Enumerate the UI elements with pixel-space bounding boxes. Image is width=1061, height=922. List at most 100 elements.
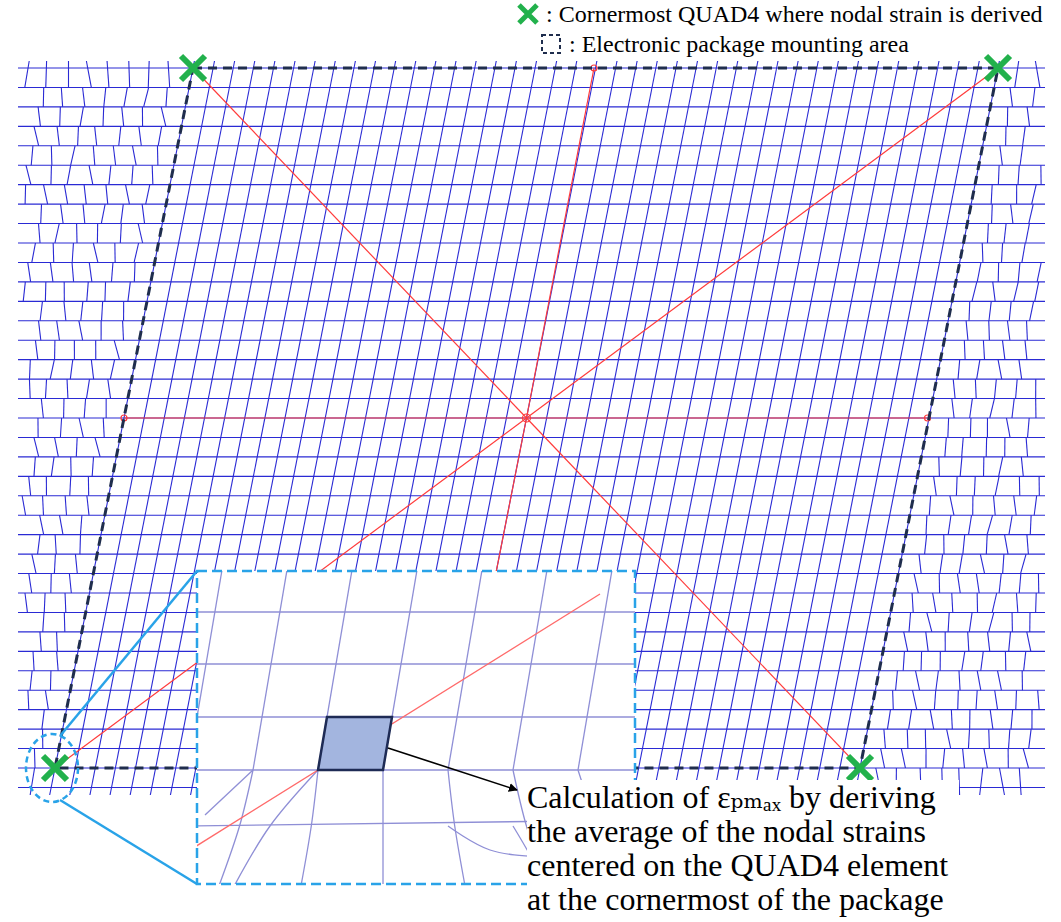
mesh-line <box>18 262 1045 263</box>
mesh-line <box>74 340 75 359</box>
mesh-line <box>40 515 44 534</box>
mesh-line <box>89 262 92 281</box>
mesh-line <box>40 632 41 651</box>
mesh-line <box>64 185 67 204</box>
mesh-line <box>45 690 48 709</box>
mesh-line <box>1022 243 1025 262</box>
mesh-line <box>66 379 68 398</box>
mesh-line <box>89 165 93 184</box>
mesh-line <box>124 87 127 106</box>
mesh-line <box>904 632 908 651</box>
mesh-line <box>1002 340 1004 359</box>
mesh-line <box>1032 185 1037 204</box>
mesh-line <box>984 749 987 768</box>
mesh-line <box>983 340 984 359</box>
mesh-line <box>18 476 1045 477</box>
mesh-line <box>29 476 31 495</box>
mesh-line <box>989 301 991 320</box>
mesh-line <box>43 612 44 631</box>
mesh-line <box>18 456 1045 457</box>
inset-mesh-line <box>197 769 635 770</box>
mesh-line <box>123 301 124 320</box>
mesh-line <box>1030 301 1034 320</box>
mesh-line <box>101 321 102 340</box>
mesh-line <box>1035 61 1040 87</box>
mesh-line <box>998 360 1002 379</box>
mesh-line <box>22 496 25 515</box>
mesh-line <box>50 574 52 593</box>
mesh-line <box>1035 593 1037 612</box>
mesh-line <box>982 243 984 262</box>
mesh-line <box>1018 165 1019 184</box>
mesh-line <box>121 204 123 223</box>
mesh-line <box>84 399 85 418</box>
mesh-line <box>1005 651 1006 670</box>
mesh-line <box>93 146 95 165</box>
mesh-line <box>108 379 111 398</box>
mesh-line <box>1016 185 1017 204</box>
mesh-line <box>34 126 39 145</box>
mesh-line <box>980 554 984 573</box>
mesh-line <box>1005 126 1006 145</box>
mesh-line <box>114 243 115 262</box>
zoom-leader <box>60 571 197 736</box>
cross-symbol <box>519 5 537 23</box>
legend-sample <box>537 30 565 58</box>
mesh-line <box>91 360 93 379</box>
mesh-line <box>934 476 937 495</box>
mesh-line <box>107 61 109 87</box>
mesh-line <box>988 729 990 748</box>
callout-note: Calculation of εₚₘₐₓ by deriving the ave… <box>527 780 959 916</box>
mesh-line <box>72 243 73 262</box>
inset-mesh-line <box>448 770 466 884</box>
mesh-line <box>87 282 88 301</box>
mesh-line <box>1027 632 1031 651</box>
mesh-line <box>128 282 130 301</box>
mesh-line <box>992 593 996 612</box>
inset-mesh-line <box>197 571 224 770</box>
inset-mesh-line <box>197 663 635 664</box>
mesh-line <box>1012 399 1014 418</box>
mesh-line <box>95 437 100 456</box>
mesh-line <box>998 671 1002 690</box>
mesh-line <box>936 671 939 690</box>
mesh-line <box>29 574 32 593</box>
zoom-leader <box>60 800 197 884</box>
mesh-line <box>1011 204 1013 223</box>
mesh-line <box>1035 399 1036 418</box>
mesh-line <box>80 515 81 534</box>
mesh-line <box>18 417 1045 418</box>
mesh-line <box>80 107 83 126</box>
mesh-line <box>75 554 77 573</box>
mesh-line <box>18 106 1045 107</box>
mesh-line <box>134 243 139 262</box>
mesh-line <box>999 574 1001 593</box>
mesh-line <box>1021 457 1023 476</box>
mesh-line <box>83 204 85 223</box>
mesh-line <box>144 87 149 106</box>
mesh-line <box>84 185 86 204</box>
mesh-line <box>945 632 946 651</box>
mesh-line <box>927 612 932 631</box>
mesh-line <box>912 690 916 709</box>
mesh-line <box>1035 379 1036 398</box>
mesh-line <box>119 126 121 145</box>
mesh-line <box>67 165 71 184</box>
mesh-line <box>952 399 954 418</box>
mesh-line <box>86 379 89 398</box>
mesh-line <box>132 165 133 184</box>
mesh-line <box>44 593 46 612</box>
mesh-line <box>1015 61 1019 87</box>
mesh-line <box>968 729 969 748</box>
mesh-line <box>969 710 970 729</box>
mesh-line <box>1031 710 1032 729</box>
mesh-line <box>37 418 38 437</box>
mesh-line <box>1038 690 1039 709</box>
mesh-line <box>774 61 919 795</box>
mesh-line <box>674 61 819 795</box>
inset-mesh-line <box>205 770 253 815</box>
mesh-line <box>68 61 69 87</box>
mesh-line <box>101 204 105 223</box>
inset-mesh-line <box>253 571 289 770</box>
